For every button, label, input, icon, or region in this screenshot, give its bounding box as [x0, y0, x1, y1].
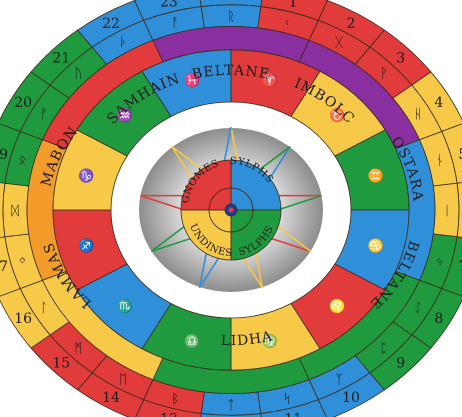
elemental-center: SYLPHS GNOMES UNDINES SYLPHS	[180, 156, 281, 260]
outer-number: 23	[160, 0, 178, 10]
outer-symbol: ᛗ	[74, 341, 82, 356]
outer-number: 24	[222, 0, 240, 3]
outer-number: 20	[14, 95, 32, 111]
outer-number: 10	[342, 390, 360, 406]
zodiac-glyph: ♐	[78, 238, 94, 254]
outer-symbol: ᛋ	[283, 392, 291, 407]
outer-symbol: ᛏ	[227, 398, 235, 413]
outer-symbol: ᚲ	[283, 16, 291, 31]
zodiac-glyph: ♑	[78, 168, 94, 184]
outer-symbol: ᛖ	[119, 372, 127, 387]
outer-number: 11	[284, 412, 302, 417]
outer-symbol: ᛁ	[443, 204, 451, 219]
outer-symbol: ᚦ	[119, 36, 127, 51]
outer-symbol: ᛃ	[436, 254, 444, 269]
outer-number: 4	[434, 95, 443, 111]
outer-number: 17	[0, 259, 8, 275]
outer-number: 16	[14, 311, 32, 327]
outer-symbol: ᚢ	[74, 67, 82, 82]
outer-symbol: ᛉ	[335, 372, 343, 387]
outer-number: 13	[160, 412, 178, 417]
outer-number: 19	[0, 147, 8, 163]
outer-symbol: ᚠ	[40, 107, 48, 122]
zodiac-glyph: ♊	[368, 168, 384, 184]
outer-symbol: ᚺ	[414, 107, 422, 122]
outer-symbol: ᛒ	[171, 392, 179, 407]
outer-number: 8	[434, 311, 443, 327]
outer-symbol: ᚾ	[436, 154, 444, 169]
zodiac-glyph: ♋	[368, 238, 384, 254]
outer-number: 14	[102, 390, 120, 406]
outer-symbol: ᚨ	[171, 16, 179, 31]
outer-number: 9	[396, 356, 405, 372]
outer-symbol: ᛞ	[11, 204, 19, 219]
outer-number: 3	[396, 50, 405, 66]
outer-symbol: ᛜ	[18, 254, 26, 269]
outer-number: 7	[458, 259, 462, 275]
outer-number: 21	[52, 50, 70, 66]
outer-symbol: ᚷ	[335, 36, 343, 51]
outer-number: 22	[102, 16, 120, 32]
outer-number: 5	[458, 147, 462, 163]
zodiac-glyph: ♌	[329, 298, 345, 314]
outer-symbol: ᛚ	[40, 301, 48, 316]
outer-symbol: ᚱ	[227, 10, 235, 25]
outer-symbol: ᛈ	[380, 341, 388, 356]
center-dot	[229, 208, 234, 213]
outer-number: 1	[289, 0, 298, 10]
outer-number: 15	[52, 356, 70, 372]
outer-symbol: ᛟ	[18, 154, 26, 169]
outer-number: 2	[347, 16, 356, 32]
outer-symbol: ᛇ	[414, 301, 422, 316]
zodiac-glyph: ♏	[117, 298, 133, 314]
outer-symbol: ᚹ	[380, 67, 388, 82]
zodiac-glyph: ♎	[184, 333, 200, 349]
